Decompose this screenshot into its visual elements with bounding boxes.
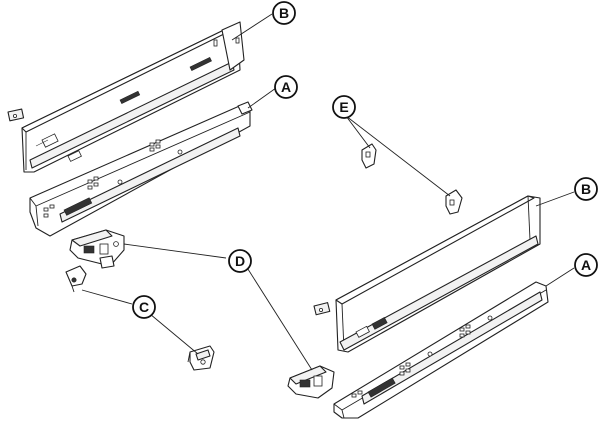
drawer-side-panel-bottom [335, 195, 541, 353]
front-fixing-bracket [187, 345, 215, 371]
callout-b-bottom-label: B [581, 181, 591, 197]
leader-a-top [247, 87, 277, 109]
drawer-side-panel-top [21, 21, 245, 173]
callout-d-label: D [235, 253, 245, 269]
drawer-runner-bottom [333, 281, 549, 419]
callout-b-top-label: B [279, 5, 289, 21]
callout-c-label: C [139, 299, 149, 315]
callout-a-bottom: A [574, 253, 598, 277]
callout-b-bottom: B [574, 177, 598, 201]
leader-b-bottom [535, 191, 575, 207]
callout-a-bottom-label: A [581, 257, 591, 273]
leader-c-pin [81, 289, 133, 305]
callout-d: D [228, 249, 252, 273]
clip-small-bottom [313, 302, 331, 316]
locking-device-bottom [287, 365, 335, 399]
adjuster-pin [65, 265, 87, 293]
callout-e: E [332, 95, 356, 119]
locking-device-left [69, 229, 125, 269]
clip-small-left [7, 108, 25, 122]
leader-e-lower [345, 115, 451, 197]
leader-d-bottom [245, 265, 313, 371]
leader-b-top [231, 13, 273, 41]
rear-clip-e-lower [445, 189, 463, 215]
callout-c: C [132, 295, 156, 319]
leader-lines [81, 13, 575, 371]
callout-b-top: B [272, 1, 296, 25]
callout-e-label: E [339, 99, 348, 115]
callout-a-top-label: A [281, 79, 291, 95]
leader-d-left [123, 243, 227, 259]
leader-c-bracket [149, 313, 199, 355]
leader-e-upper [345, 115, 371, 149]
callout-a-top: A [274, 75, 298, 99]
rear-clip-e-upper [361, 143, 377, 169]
leader-a-bottom [545, 267, 575, 287]
drawer-runner-top [29, 101, 253, 237]
